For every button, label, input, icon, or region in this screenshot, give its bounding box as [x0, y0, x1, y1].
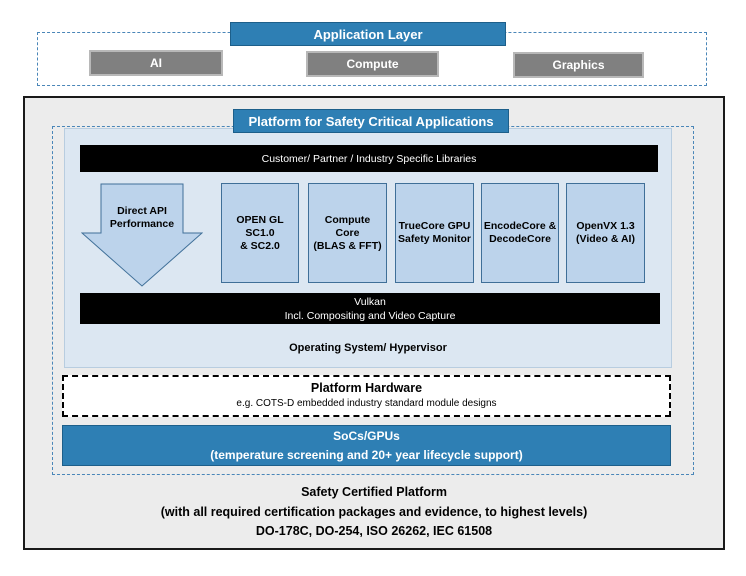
vulkan-line2: Incl. Compositing and Video Capture [284, 309, 456, 322]
component-line1: OPEN GL SC1.0 [236, 213, 284, 239]
socs-line1: SoCs/GPUs [333, 428, 400, 443]
application-graphics-box: Graphics [513, 52, 644, 78]
platform-hardware-subtitle: e.g. COTS-D embedded industry standard m… [236, 398, 497, 409]
socs-line2: (temperature screening and 20+ year life… [210, 447, 523, 462]
component-line2: & SC2.0 [240, 239, 280, 252]
application-ai-box: AI [89, 50, 223, 76]
platform-hardware-box: Platform Hardware e.g. COTS-D embedded i… [62, 375, 671, 417]
component-line2: DecodeCore [489, 233, 551, 245]
platform-title: Platform for Safety Critical Application… [233, 109, 509, 133]
certified-line2: (with all required certification package… [160, 504, 588, 519]
component-line1: OpenVX 1.3 [576, 220, 635, 232]
certified-line3: DO-178C, DO-254, ISO 26262, IEC 61508 [255, 524, 493, 538]
openvx-box: OpenVX 1.3 (Video & AI) [566, 183, 645, 283]
encodecore-box: EncodeCore & DecodeCore [481, 183, 559, 283]
direct-api-label: Direct API Performance [100, 205, 184, 231]
component-line3: (BLAS & FFT) [313, 239, 382, 252]
truecore-gpu-box: TrueCore GPU Safety Monitor [395, 183, 474, 283]
direct-api-line2: Performance [109, 218, 175, 230]
component-line1: EncodeCore & [483, 220, 557, 232]
direct-api-line1: Direct API [117, 205, 167, 217]
down-arrow-icon [81, 183, 203, 287]
application-layer-title: Application Layer [230, 22, 506, 46]
component-line1: TrueCore GPU [398, 220, 471, 232]
component-line2: (Video & AI) [576, 233, 635, 245]
socs-gpus-bar: SoCs/GPUs (temperature screening and 20+… [62, 425, 671, 466]
component-line1: Compute [324, 213, 371, 226]
vulkan-bar: Vulkan Incl. Compositing and Video Captu… [80, 293, 660, 324]
opengl-sc-box: OPEN GL SC1.0 & SC2.0 [221, 183, 299, 283]
compute-core-box: Compute Core (BLAS & FFT) [308, 183, 387, 283]
application-compute-box: Compute [306, 51, 439, 77]
operating-system-label: Operating System/ Hypervisor [289, 342, 447, 354]
vulkan-line1: Vulkan [354, 295, 386, 308]
component-line2: Safety Monitor [398, 233, 471, 245]
certified-line1: Safety Certified Platform [301, 485, 447, 499]
platform-hardware-title: Platform Hardware [310, 381, 423, 395]
safety-certified-text: Safety Certified Platform (with all requ… [25, 483, 723, 542]
libraries-bar: Customer/ Partner / Industry Specific Li… [80, 145, 658, 172]
component-line2: Core [335, 226, 360, 239]
